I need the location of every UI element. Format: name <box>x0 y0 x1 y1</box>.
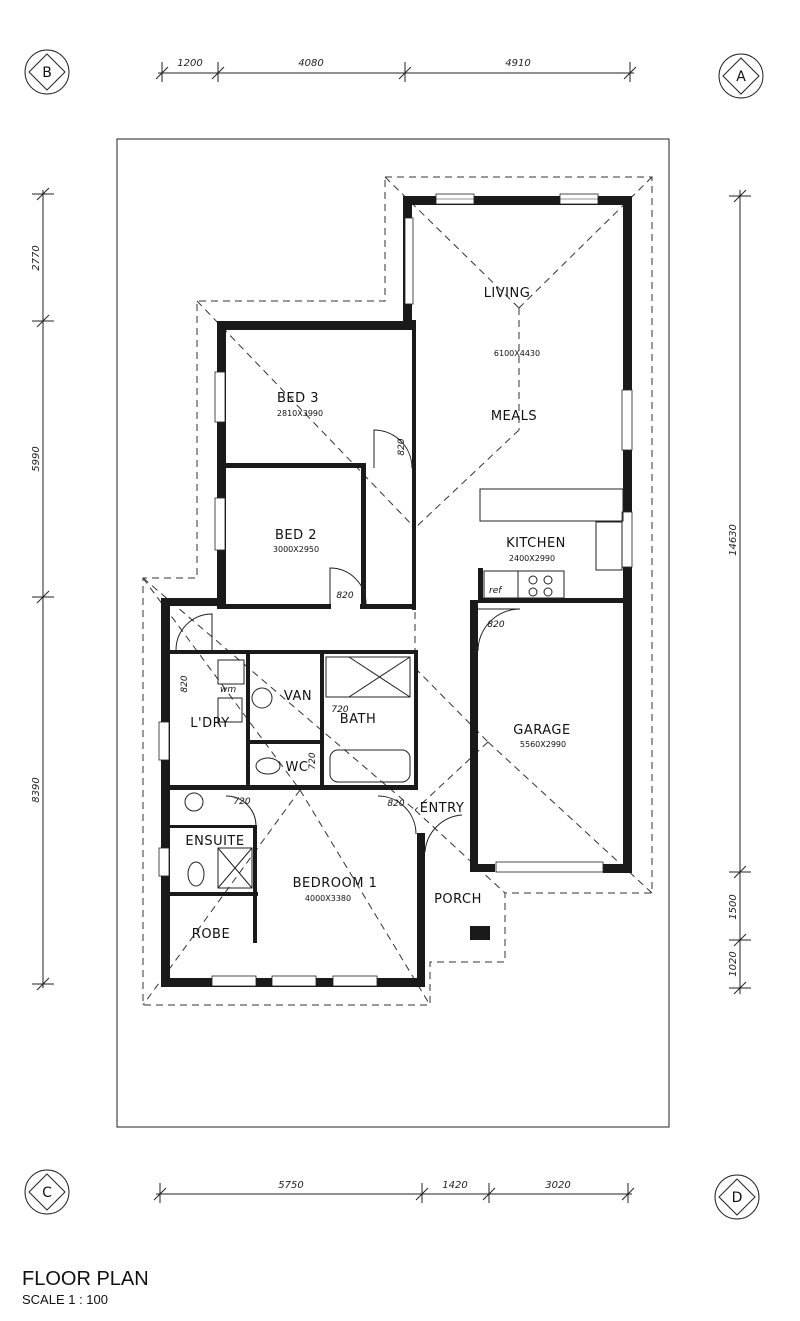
door-label-wc: 720 <box>308 752 318 769</box>
drawing-title: FLOOR PLAN <box>22 1268 149 1290</box>
dim-top-3: 4910 <box>505 58 530 69</box>
ensuite-toilet-icon <box>187 861 205 887</box>
washing-machine-label: wm <box>220 685 236 695</box>
bed2-label: BED 2 <box>275 528 317 543</box>
dim-right-2: 1500 <box>728 894 739 919</box>
dimension-right: 14630 1500 1020 <box>728 189 751 995</box>
bed2-size: 3000X2950 <box>273 545 319 554</box>
kitchen-size: 2400X2990 <box>509 554 555 563</box>
van-label: VAN <box>284 689 312 704</box>
kitchen-label: KITCHEN <box>506 536 566 551</box>
bed3-size: 2810X3990 <box>277 409 323 418</box>
internal-walls <box>170 320 623 943</box>
dim-top-1: 1200 <box>177 58 202 69</box>
ensuite-basin-icon <box>184 792 204 812</box>
door-label-bed2: 820 <box>336 591 353 601</box>
door-swings <box>175 429 521 853</box>
dimension-bottom: 5750 1420 3020 <box>153 1180 635 1203</box>
door-label-bed3: 820 <box>397 438 407 455</box>
garage-label: GARAGE <box>513 723 570 738</box>
shower <box>325 656 411 698</box>
grid-label-b: B <box>42 65 52 81</box>
grid-label-c: C <box>42 1185 52 1201</box>
wc-label: WC <box>286 760 309 775</box>
toilet-icon <box>255 757 281 775</box>
room-labels: LIVING 6100X4430 MEALS BED 3 2810X3990 B… <box>185 286 570 942</box>
dim-left-1: 2770 <box>31 245 42 270</box>
dimension-left: 2770 5990 8390 <box>31 187 54 991</box>
grid-marker-b: B <box>24 49 70 95</box>
site-boundary <box>116 138 670 1128</box>
door-label-laundry: 820 <box>180 675 190 692</box>
cooktop-icon <box>517 570 565 599</box>
grid-label-a: A <box>736 69 746 85</box>
windows <box>158 193 633 987</box>
dimension-top: 1200 4080 4910 <box>155 58 637 82</box>
door-labels: 820 820 820 820 720 720 720 820 <box>180 438 505 809</box>
laundry-label: L'DRY <box>190 716 229 731</box>
fixtures: ref wm <box>184 488 624 889</box>
grid-marker-a: A <box>718 53 764 99</box>
dim-left-2: 5990 <box>31 446 42 471</box>
garage-size: 5560X2990 <box>520 740 566 749</box>
dim-right-3: 1020 <box>728 951 739 976</box>
robe-label: ROBE <box>192 927 230 942</box>
bathtub <box>329 749 411 783</box>
washing-machine <box>217 659 245 685</box>
meals-label: MEALS <box>491 409 537 424</box>
bedroom1-label: BEDROOM 1 <box>293 876 378 891</box>
dim-bottom-3: 3020 <box>545 1180 570 1191</box>
bath-label: BATH <box>340 712 377 727</box>
door-label-entry: 820 <box>387 799 404 809</box>
drawing-scale: SCALE 1 : 100 <box>22 1292 108 1307</box>
entry-label: ENTRY <box>420 801 465 816</box>
laundry-tub <box>217 697 243 723</box>
grid-marker-c: C <box>24 1169 70 1215</box>
porch-label: PORCH <box>434 892 482 907</box>
roof-outline <box>142 176 653 1006</box>
grid-label-d: D <box>732 1190 743 1206</box>
fridge-space <box>483 570 519 599</box>
door-label-garage: 820 <box>487 620 504 630</box>
fridge-label: ref <box>489 586 503 596</box>
dim-right-1: 14630 <box>728 524 739 556</box>
door-label-ensuite: 720 <box>233 797 250 807</box>
dim-bottom-1: 5750 <box>278 1180 303 1191</box>
sink-icon <box>595 521 623 571</box>
living-size: 6100X4430 <box>494 349 540 358</box>
living-label: LIVING <box>484 286 531 301</box>
dim-bottom-2: 1420 <box>442 1180 467 1191</box>
vanity-basin-icon <box>251 687 273 709</box>
bed3-label: BED 3 <box>277 391 319 406</box>
ensuite-label: ENSUITE <box>185 834 244 849</box>
dim-left-3: 8390 <box>31 777 42 802</box>
bedroom1-size: 4000X3380 <box>305 894 351 903</box>
door-label-bath: 720 <box>331 705 348 715</box>
dim-top-2: 4080 <box>298 58 323 69</box>
grid-marker-d: D <box>714 1174 760 1220</box>
ensuite-shower <box>217 847 253 889</box>
